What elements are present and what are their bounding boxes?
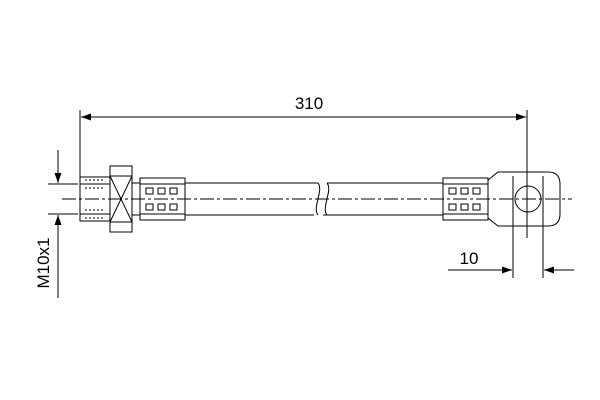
- thread-dimension: M10x1: [34, 150, 78, 298]
- overall-length-dimension: 310: [79, 94, 528, 238]
- break-mark: [315, 182, 330, 216]
- eye-offset-dimension: 10: [448, 249, 574, 274]
- hose-body: [185, 182, 443, 216]
- left-crimp-sleeve: [131, 177, 186, 221]
- eye-offset-label: 10: [460, 249, 479, 268]
- eye-hole: [514, 185, 542, 213]
- thread-label: M10x1: [34, 237, 53, 288]
- banjo-eye: [487, 171, 561, 278]
- overall-length-label: 310: [295, 94, 323, 113]
- right-crimp-sleeve: [442, 177, 489, 221]
